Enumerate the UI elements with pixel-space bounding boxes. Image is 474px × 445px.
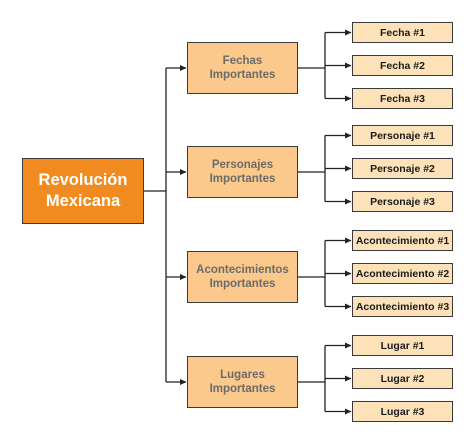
leaf-label: Fecha #2	[380, 59, 425, 72]
leaf-node-personaje-1: Personaje #1	[352, 125, 453, 146]
root-node: Revolución Mexicana	[22, 158, 144, 224]
category-label: Acontecimientos Importantes	[196, 264, 289, 290]
leaf-label: Lugar #1	[380, 339, 425, 352]
category-node-lugares: Lugares Importantes	[187, 356, 298, 408]
leaf-label: Fecha #1	[380, 26, 425, 39]
leaf-node-lugar-2: Lugar #2	[352, 368, 453, 389]
leaf-node-personaje-2: Personaje #2	[352, 158, 453, 179]
category-label: Lugares Importantes	[209, 369, 276, 395]
leaf-node-lugar-3: Lugar #3	[352, 401, 453, 422]
leaf-node-personaje-3: Personaje #3	[352, 191, 453, 212]
leaf-label: Lugar #3	[380, 405, 425, 418]
leaf-node-acontecimiento-1: Acontecimiento #1	[352, 230, 453, 251]
category-label: Fechas Importantes	[209, 55, 276, 81]
leaf-label: Lugar #2	[380, 372, 425, 385]
leaf-node-fecha-3: Fecha #3	[352, 88, 453, 109]
leaf-node-fecha-1: Fecha #1	[352, 22, 453, 43]
category-label: Personajes Importantes	[209, 159, 276, 185]
leaf-label: Acontecimiento #3	[355, 300, 450, 313]
root-label: Revolución Mexicana	[38, 171, 128, 210]
leaf-label: Acontecimiento #1	[355, 234, 450, 247]
category-node-fechas: Fechas Importantes	[187, 42, 298, 94]
leaf-label: Fecha #3	[380, 92, 425, 105]
leaf-label: Personaje #2	[370, 162, 435, 175]
leaf-node-acontecimiento-2: Acontecimiento #2	[352, 263, 453, 284]
leaf-node-acontecimiento-3: Acontecimiento #3	[352, 296, 453, 317]
leaf-label: Personaje #3	[370, 195, 435, 208]
leaf-node-lugar-1: Lugar #1	[352, 335, 453, 356]
category-node-personajes: Personajes Importantes	[187, 146, 298, 198]
leaf-node-fecha-2: Fecha #2	[352, 55, 453, 76]
category-node-acontecimientos: Acontecimientos Importantes	[187, 251, 298, 303]
leaf-label: Acontecimiento #2	[355, 267, 450, 280]
leaf-label: Personaje #1	[370, 129, 435, 142]
